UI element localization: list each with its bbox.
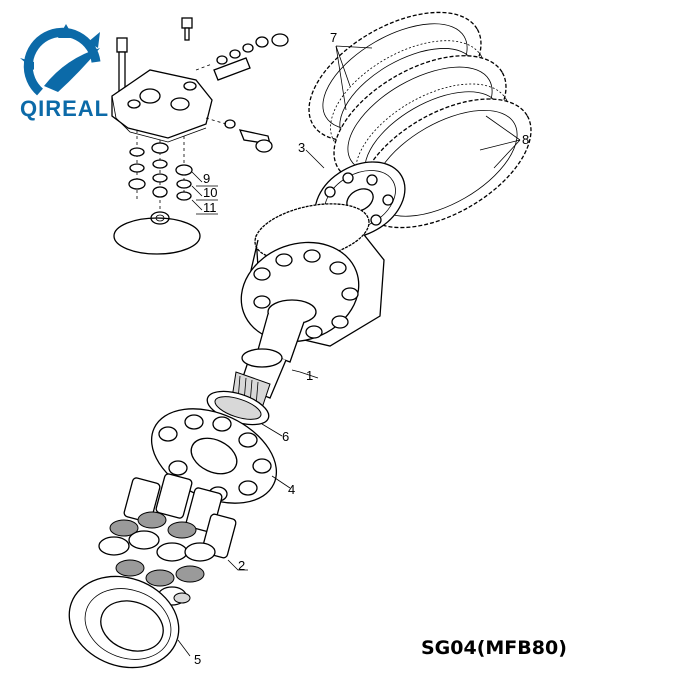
callout-9: 9 (203, 171, 210, 186)
callout-1: 1 (306, 368, 313, 383)
part-5-swash-plate (68, 575, 191, 669)
callout-2: 2 (238, 558, 245, 573)
callout-6: 6 (282, 429, 289, 444)
callout-3: 3 (298, 140, 305, 155)
model-label: SG04(MFB80) (421, 637, 567, 659)
valve-assembly (111, 17, 289, 255)
callout-4: 4 (288, 482, 295, 497)
callout-8: 8 (522, 132, 529, 147)
callout-7: 7 (330, 30, 337, 45)
callout-5: 5 (194, 652, 201, 667)
logo-text: QIREAL (20, 96, 109, 121)
callout-10: 10 (203, 185, 217, 200)
plate-callout-leaders (335, 45, 521, 169)
part-2-pistons (98, 473, 248, 606)
part-1-cylinder-block (231, 203, 385, 409)
callout-11: 11 (203, 200, 217, 215)
brand-logo: QIREAL (20, 24, 109, 121)
gear-swoosh-icon (20, 24, 101, 96)
